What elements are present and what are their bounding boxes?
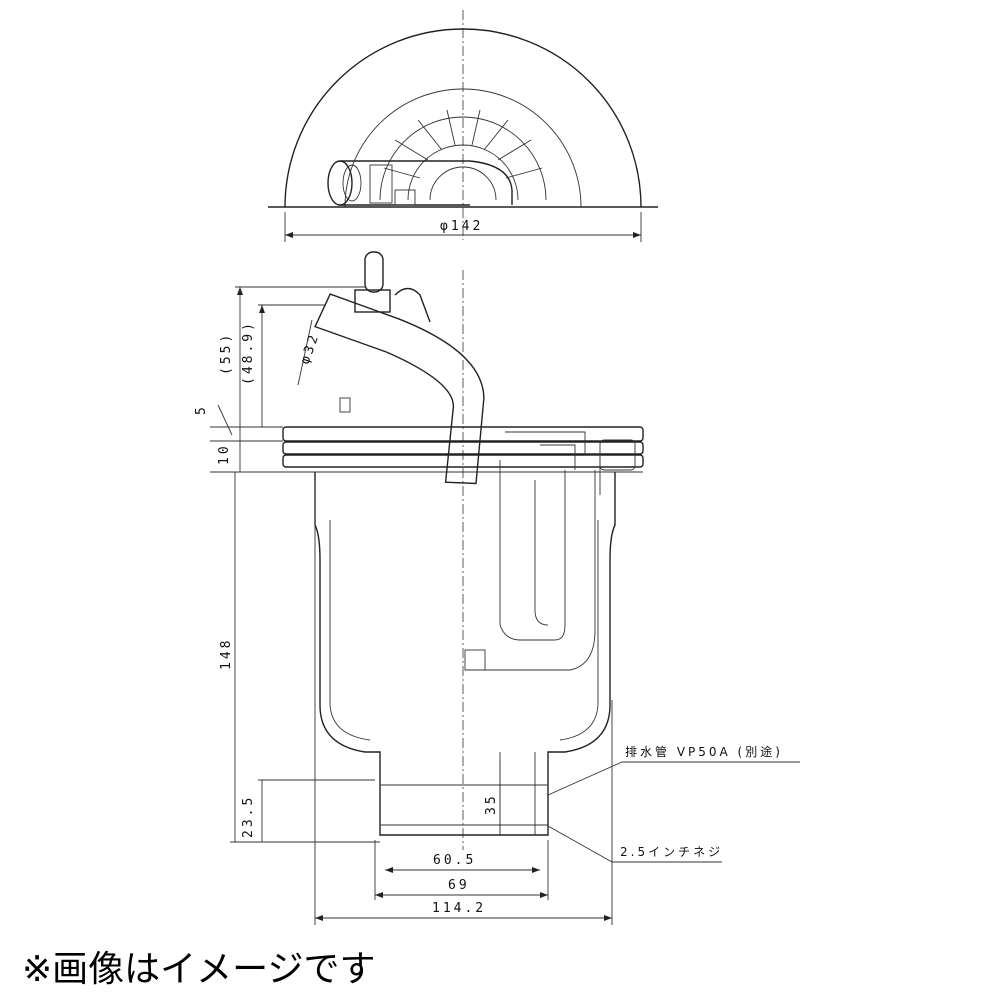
image-caption: ※画像はイメージです [22,949,376,990]
leader-notes: 排水管 VP50A (別途) 2.5インチネジ [547,744,800,863]
inner-trap [464,431,636,671]
bottom-dimensions: 35 60.5 69 114.2 [314,480,613,925]
dim-label-10: 10 [217,443,232,465]
elbow-pipe [297,251,485,485]
dim-label-69: 69 [448,878,470,893]
side-pipe-top [327,160,513,206]
top-flange [282,426,644,473]
note-drain-pipe: 排水管 VP50A (別途) [625,744,783,759]
dim-label-5: 5 [194,404,209,415]
dim-label-phi32: φ32 [298,331,323,367]
dim-label-55: (55) [219,332,234,375]
dim-phi142: φ142 [284,212,642,242]
note-thread: 2.5インチネジ [620,845,723,859]
dim-label-60-5: 60.5 [433,853,476,868]
side-view: (55) (48.9) φ32 5 10 148 23.5 35 60 [194,251,800,925]
dim-label-114-2: 114.2 [432,901,486,916]
top-view: φ142 [268,10,658,242]
dim-label-148: 148 [219,638,234,670]
dim-label-phi142: φ142 [440,219,483,234]
dim-label-23-5: 23.5 [241,795,256,838]
dim-label-48-9: (48.9) [241,320,256,385]
dim-label-35: 35 [484,793,499,815]
grate-pattern [379,109,547,201]
left-dimensions: (55) (48.9) φ32 5 10 148 23.5 [194,286,380,843]
